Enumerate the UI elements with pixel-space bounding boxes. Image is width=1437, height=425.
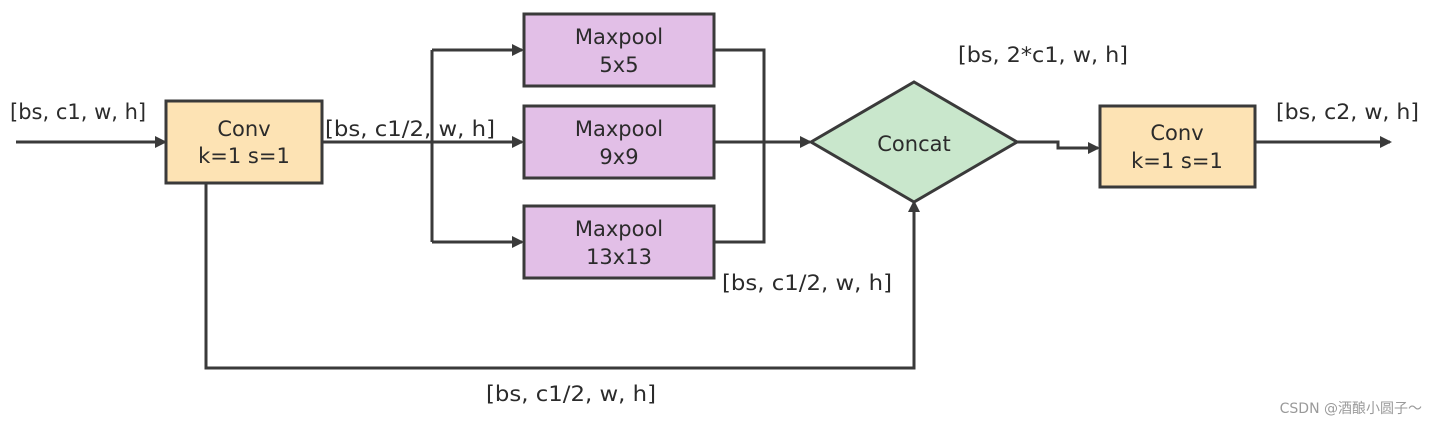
maxpool-9-box xyxy=(522,104,716,180)
input-shape-label: [bs, c1, w, h] xyxy=(10,100,146,124)
skip-connection-arrow xyxy=(204,184,920,370)
pool-output-shape-label: [bs, c1/2, w, h] xyxy=(722,271,892,295)
maxpool-9-size: 9x9 xyxy=(599,145,638,169)
maxpool-13-node: Maxpool 13x13 xyxy=(522,204,716,280)
maxpool-5-box xyxy=(522,12,716,88)
conv-input-params: k=1 s=1 xyxy=(198,144,290,168)
conv-input-box xyxy=(164,99,324,185)
conv-input-title: Conv xyxy=(217,117,270,141)
skip-shape-label: [bs, c1/2, w, h] xyxy=(486,382,656,406)
pool5-out-line xyxy=(714,48,766,142)
conv-output-node: Conv k=1 s=1 xyxy=(1098,104,1257,189)
concat-to-conv-arrow xyxy=(1017,140,1100,154)
conv-input-node: Conv k=1 s=1 xyxy=(164,99,324,185)
maxpool-5-node: Maxpool 5x5 xyxy=(522,12,716,88)
conv-output-title: Conv xyxy=(1150,121,1203,145)
maxpool-9-node: Maxpool 9x9 xyxy=(522,104,716,180)
maxpool-13-title: Maxpool xyxy=(575,217,663,241)
output-shape-label: [bs, c2, w, h] xyxy=(1276,100,1419,124)
maxpool-5-title: Maxpool xyxy=(575,25,663,49)
watermark: CSDN @酒酿小圆子～ xyxy=(1280,401,1422,417)
maxpool-9-title: Maxpool xyxy=(575,117,663,141)
pool13-out-line xyxy=(714,142,766,244)
maxpool-13-size: 13x13 xyxy=(586,245,652,269)
concat-node: Concat xyxy=(808,80,1020,204)
concat-output-shape-label: [bs, 2*c1, w, h] xyxy=(958,43,1128,67)
conv-output-shape-label: [bs, c1/2, w, h] xyxy=(325,117,495,141)
concat-diamond xyxy=(808,80,1020,204)
maxpool-13-box xyxy=(522,204,716,280)
maxpool-5-size: 5x5 xyxy=(599,53,638,77)
conv-output-params: k=1 s=1 xyxy=(1131,149,1223,173)
conv-output-box xyxy=(1098,104,1257,189)
concat-label: Concat xyxy=(877,132,950,156)
